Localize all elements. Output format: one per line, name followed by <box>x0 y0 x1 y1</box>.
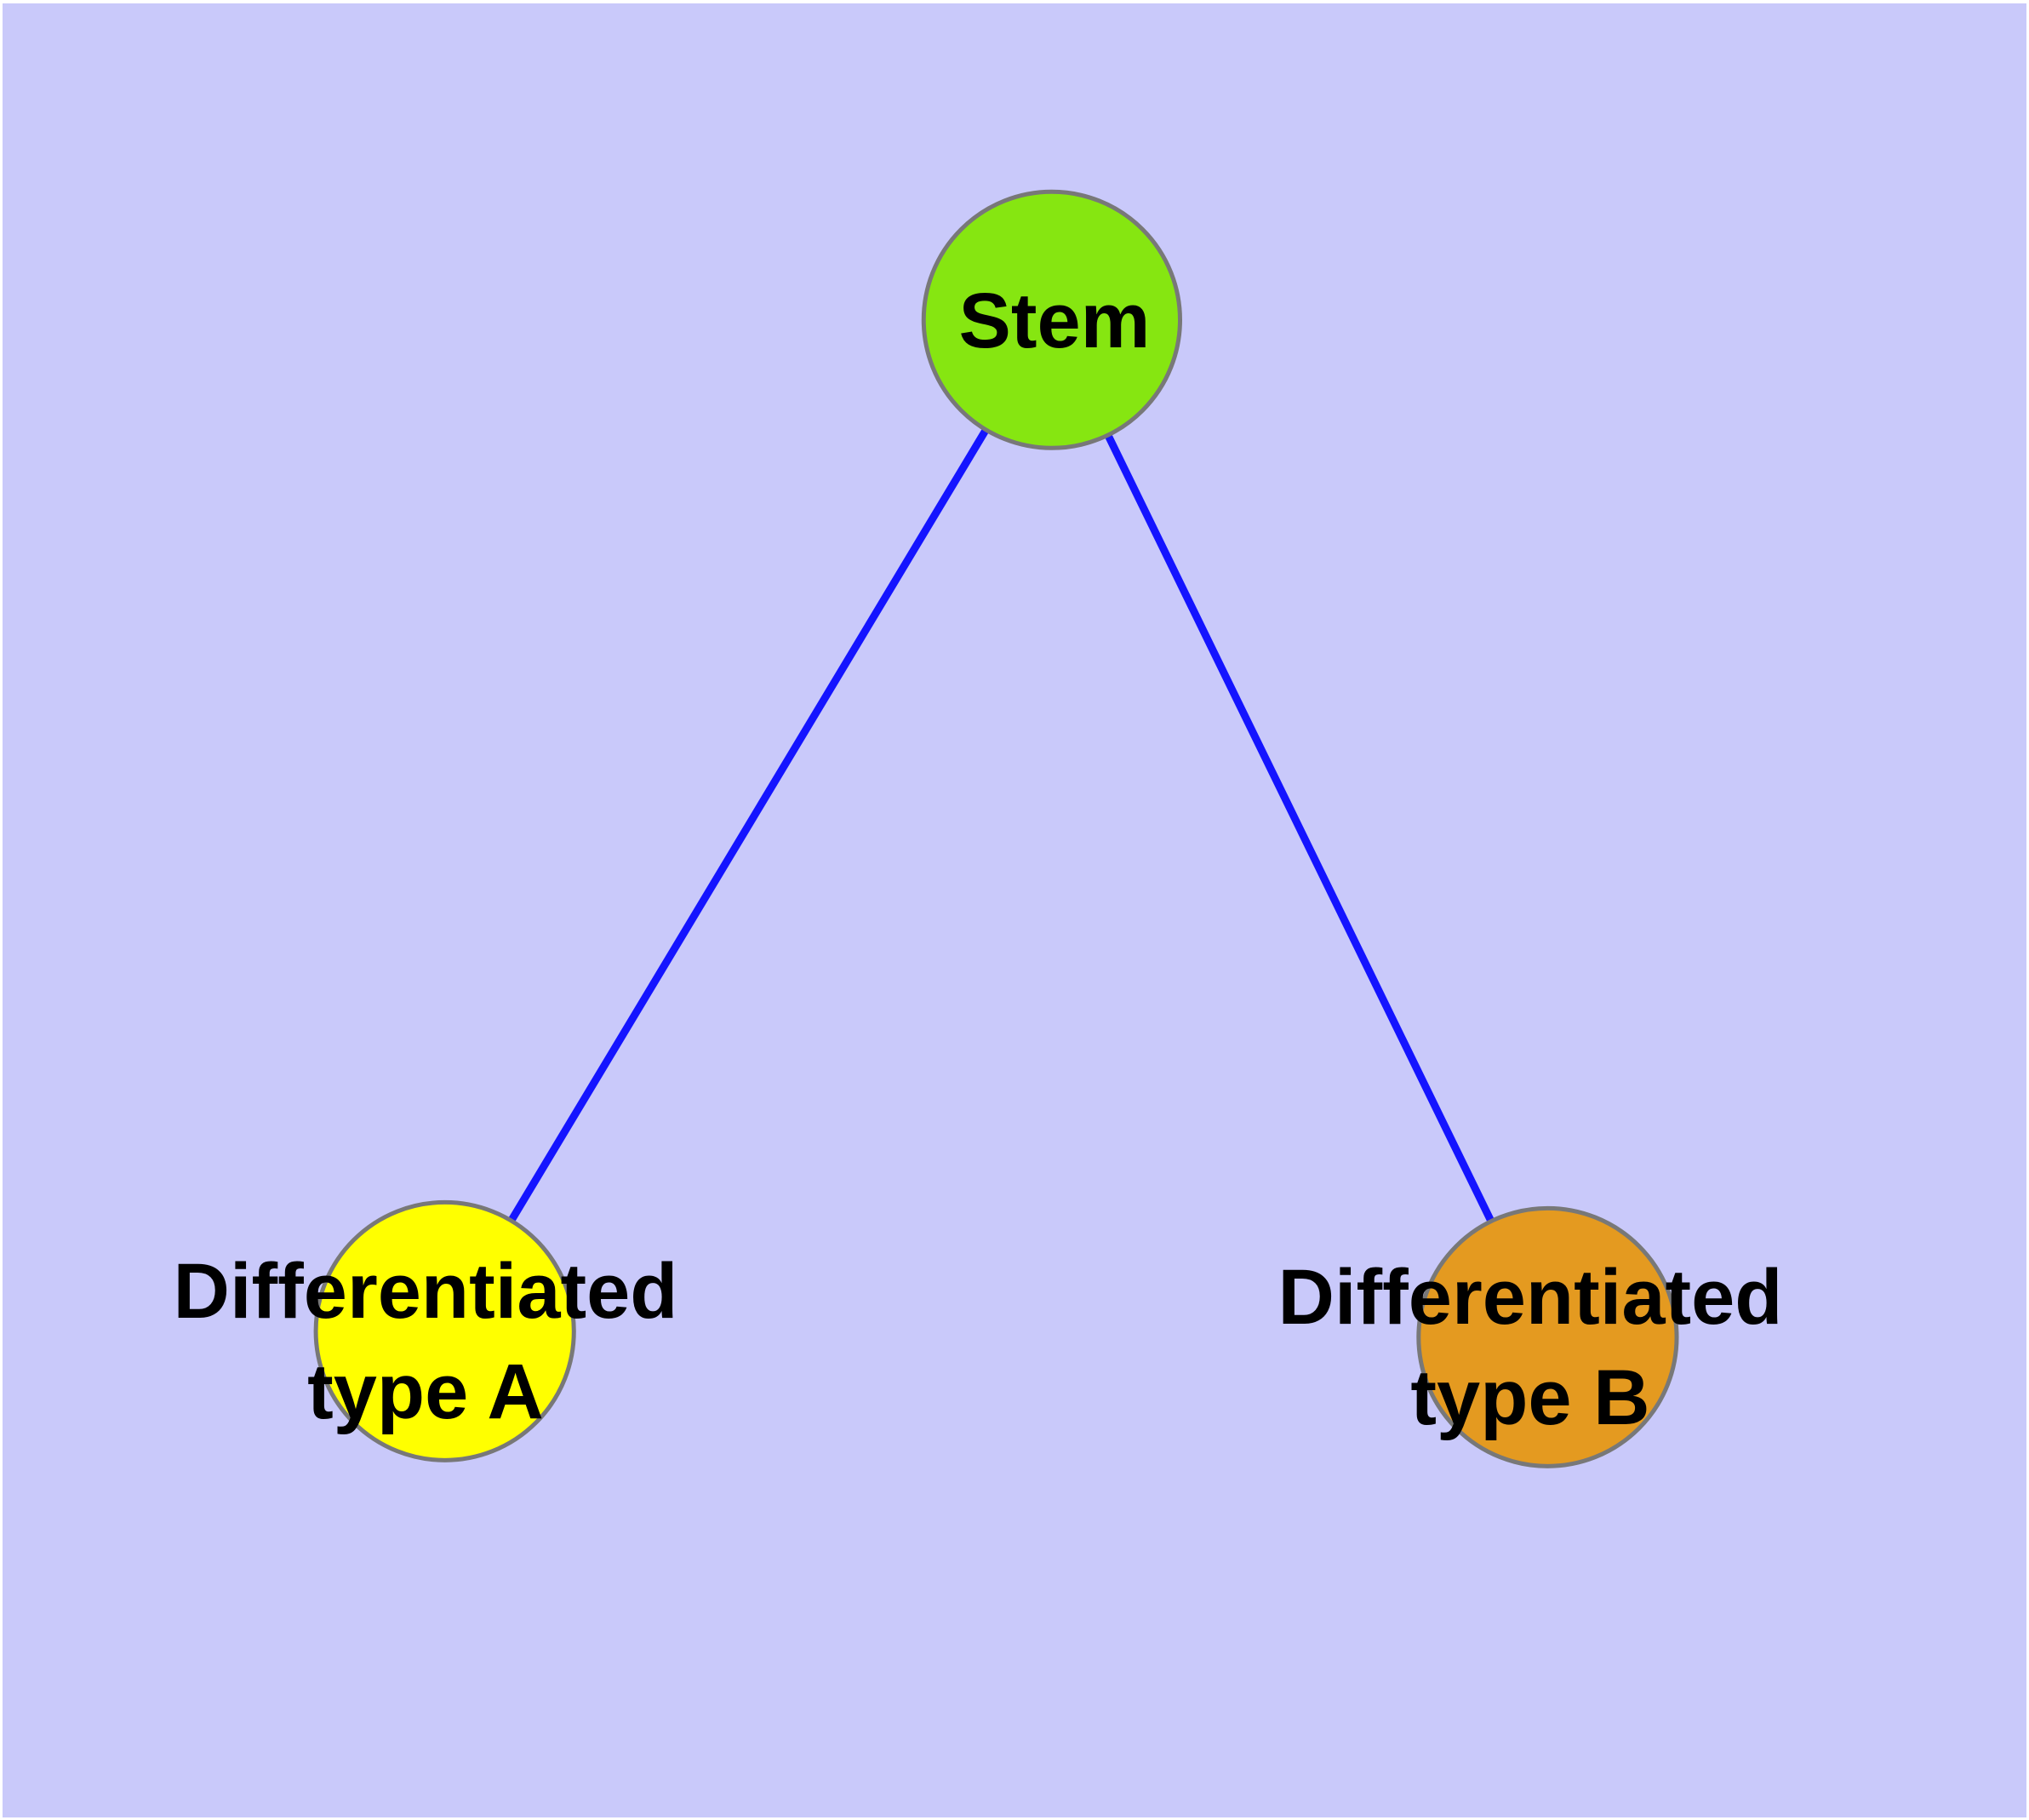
node-label-type-a-line2: type A <box>307 1348 544 1435</box>
edge-stem-to-type-a <box>441 318 1055 1334</box>
edge-stem-to-type-b <box>1048 318 1552 1339</box>
node-stem <box>921 189 1183 450</box>
node-label-differentiated-type-a: Differentiated type A <box>174 1241 678 1442</box>
node-label-type-b-line2: type B <box>1410 1354 1650 1441</box>
node-label-type-a-line1: Differentiated <box>173 1248 678 1335</box>
node-label-stem: Stem <box>959 271 1151 371</box>
graph-svg <box>3 3 2026 1817</box>
node-differentiated-type-a <box>313 1199 576 1462</box>
node-label-differentiated-type-b: Differentiated type B <box>1278 1247 1783 1448</box>
node-label-stem-line1: Stem <box>958 278 1151 364</box>
node-label-type-b-line1: Differentiated <box>1277 1254 1783 1341</box>
node-differentiated-type-b <box>1416 1205 1679 1468</box>
graph-canvas: Stem Differentiated type A Differentiate… <box>3 3 2026 1817</box>
